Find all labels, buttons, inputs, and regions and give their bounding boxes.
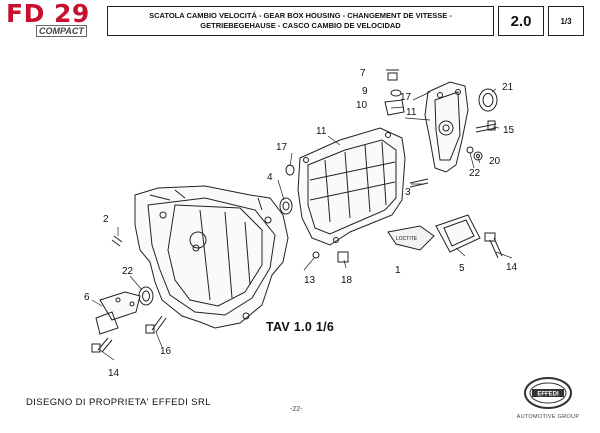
part-label: 3 <box>405 187 411 198</box>
part-label: 9 <box>362 86 368 97</box>
part-label: 22 <box>469 168 481 179</box>
bell-housing-part <box>134 185 289 329</box>
part-label: 22 <box>122 266 134 277</box>
part-label: 21 <box>502 82 514 93</box>
sealant-tube-part: LOCTITE <box>387 225 435 251</box>
table-code: 2.0 <box>498 6 544 36</box>
plug-part <box>312 251 320 259</box>
part-label: 10 <box>356 100 368 111</box>
bolt-part-15 <box>475 120 497 133</box>
washer-part <box>473 151 483 161</box>
group-name: AUTOMOTIVE GROUP <box>516 414 580 420</box>
part-label: 4 <box>267 172 273 183</box>
table-reference: TAV 1.0 1/6 <box>266 320 335 334</box>
part-label: 1 <box>395 265 401 276</box>
bolt-part-16 <box>145 315 167 334</box>
part-label: 20 <box>489 156 501 167</box>
part-label: 2 <box>103 214 109 225</box>
rear-cover-part <box>424 81 469 173</box>
part-label: 17 <box>400 92 412 103</box>
ring-part <box>285 164 295 176</box>
pin-part <box>111 235 123 247</box>
drain-part <box>337 251 349 263</box>
part-label: 14 <box>108 368 120 379</box>
cover-plate-part <box>435 214 481 253</box>
part-label: 17 <box>276 142 288 153</box>
part-label: 7 <box>360 68 366 79</box>
svg-text:LOCTITE: LOCTITE <box>396 236 418 242</box>
bolt-part-14-right <box>484 232 503 259</box>
page-indicator-text: 1/3 <box>560 16 572 26</box>
guide-tube-part <box>95 291 141 335</box>
oil-seal-part <box>279 197 293 215</box>
page-indicator: 1/3 <box>548 6 584 36</box>
part-label: 15 <box>503 125 515 136</box>
seal-part <box>478 88 498 112</box>
brand-logo: FD 29 COMPACT <box>6 0 104 38</box>
part-label: 6 <box>84 292 90 303</box>
page-number: -22- <box>290 406 303 413</box>
svg-text:EFFEDI: EFFEDI <box>537 392 559 398</box>
exploded-drawing: LOCTITE <box>84 68 518 379</box>
part-label: 16 <box>160 346 172 357</box>
effedi-logo: EFFEDI <box>524 377 572 409</box>
submodel-badge: COMPACT <box>36 25 87 37</box>
part-label: 11 <box>406 107 417 118</box>
clip-part <box>390 89 402 97</box>
table-code-text: 2.0 <box>510 12 532 30</box>
part-label: 14 <box>506 262 518 273</box>
gearbox-housing-part <box>297 127 406 246</box>
bracket-part <box>384 99 405 116</box>
part-label: 5 <box>459 263 465 274</box>
part-label: 13 <box>304 275 316 286</box>
part-label: 11 <box>316 126 327 137</box>
nut-part <box>466 146 474 154</box>
model-name: FD 29 <box>6 0 90 28</box>
stud-part <box>409 178 429 188</box>
part-label: 18 <box>341 275 353 286</box>
bearing-sleeve-part <box>138 286 154 306</box>
page-title-text: SCATOLA CAMBIO VELOCITÁ - GEAR BOX HOUSI… <box>149 11 452 30</box>
page-title: SCATOLA CAMBIO VELOCITÁ - GEAR BOX HOUSI… <box>107 6 494 36</box>
breather-part <box>386 69 399 81</box>
bolt-part-14-left <box>91 337 113 353</box>
ownership-notice: DISEGNO DI PROPRIETA' EFFEDI SRL <box>26 397 211 408</box>
